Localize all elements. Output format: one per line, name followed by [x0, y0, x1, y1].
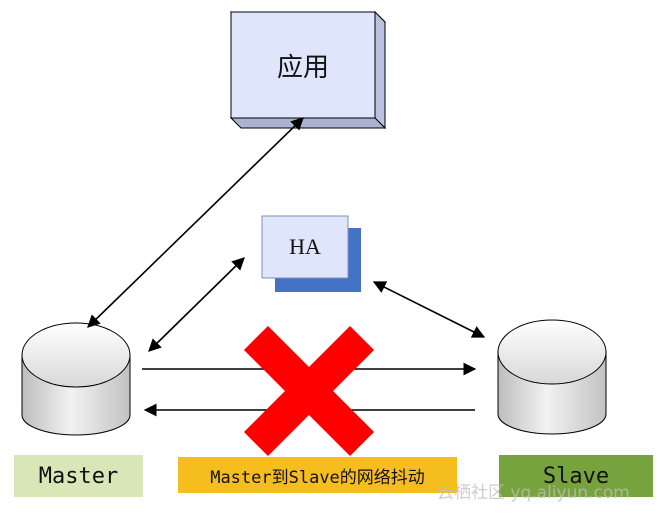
ha-label: HA — [289, 234, 321, 259]
app-box — [229, 10, 387, 130]
broken-link-cross-icon — [243, 325, 375, 457]
ha-slave-arrow — [372, 281, 486, 338]
slave-tag: Slave — [499, 455, 653, 497]
network-jitter-tag: Master到Slave的网络抖动 — [178, 457, 457, 493]
master-tag: Master — [14, 455, 143, 497]
slave-database-icon — [497, 319, 607, 435]
app-label: 应用 — [276, 52, 329, 83]
ha-master-arrow — [148, 257, 245, 352]
watermark: 云栖社区 yq.aliyun.com — [437, 483, 630, 503]
master-database-icon — [21, 322, 131, 436]
app-master-arrow — [87, 117, 304, 328]
